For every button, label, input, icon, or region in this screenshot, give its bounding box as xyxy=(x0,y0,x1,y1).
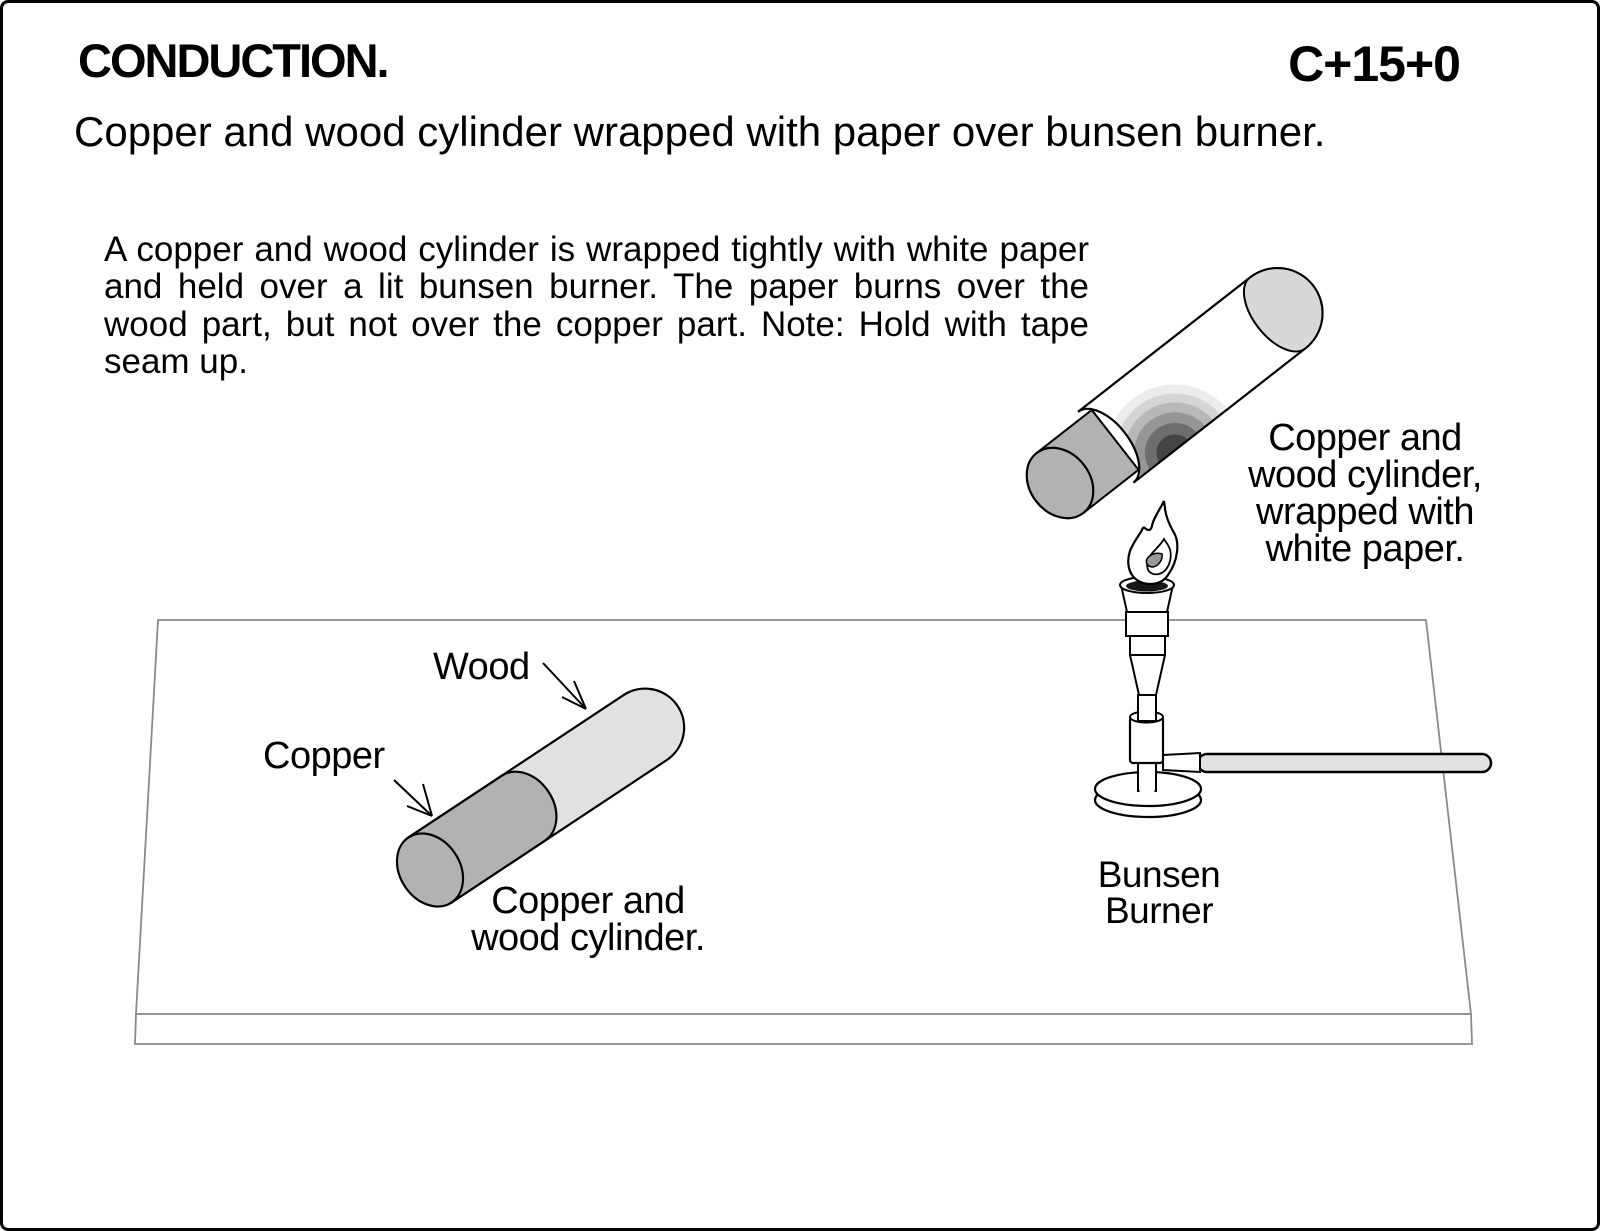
bunsen-burner xyxy=(1093,576,1493,819)
table-front-edge xyxy=(134,1013,1473,1045)
flame-core xyxy=(1145,552,1163,568)
paper-roll-end-face xyxy=(1242,267,1324,353)
burner-caption: Bunsen Burner xyxy=(1009,854,1309,931)
table-top xyxy=(135,619,1473,1015)
description-line: wood part, but not over the copper part.… xyxy=(104,304,1089,344)
bare-cylinder xyxy=(395,687,686,908)
wrapped-copper-face xyxy=(1025,446,1095,520)
bare-cylinder-copper-face xyxy=(395,832,465,908)
wood-label: Wood xyxy=(433,646,530,688)
description-line: and held over a lit bunsen burner. The p… xyxy=(104,267,1089,307)
copper-label: Copper xyxy=(263,735,385,777)
burner-barrel-ring xyxy=(1129,635,1166,656)
page-subtitle: Copper and wood cylinder wrapped with pa… xyxy=(74,108,1326,155)
diagram-canvas xyxy=(134,267,1493,1045)
hose-connector xyxy=(1162,751,1201,774)
description-line: A copper and wood cylinder is wrapped ti… xyxy=(104,230,1089,269)
caption-line: wood cylinder, xyxy=(1248,454,1482,496)
wood-arrow xyxy=(542,662,587,710)
caption-line: wood cylinder. xyxy=(471,917,705,959)
table xyxy=(134,619,1473,1045)
burner-stem xyxy=(1137,760,1157,792)
caption-line: Copper and xyxy=(1268,417,1462,459)
caption-line: wrapped with xyxy=(1256,491,1474,533)
wrapped-cylinder-caption: Copper and wood cylinder, wrapped with w… xyxy=(1205,417,1525,570)
gas-hose xyxy=(1196,752,1493,774)
page-title: CONDUCTION. xyxy=(78,34,390,87)
description-line: seam up. xyxy=(104,341,248,381)
catalog-code: C+15+0 xyxy=(1288,36,1461,92)
caption-line: white paper. xyxy=(1265,528,1465,570)
caption-line: Bunsen xyxy=(1097,854,1221,895)
caption-line: Burner xyxy=(1104,890,1214,931)
copper-arrow xyxy=(393,779,433,817)
burner-valve xyxy=(1128,715,1165,765)
burner-neck xyxy=(1137,694,1157,722)
caption-line: Copper and xyxy=(491,880,685,922)
flame xyxy=(1127,500,1179,586)
description-paragraph: A copper and wood cylinder is wrapped ti… xyxy=(104,231,1089,380)
burner-collar xyxy=(1125,611,1169,637)
bare-cylinder-caption: Copper and wood cylinder. xyxy=(428,880,748,959)
